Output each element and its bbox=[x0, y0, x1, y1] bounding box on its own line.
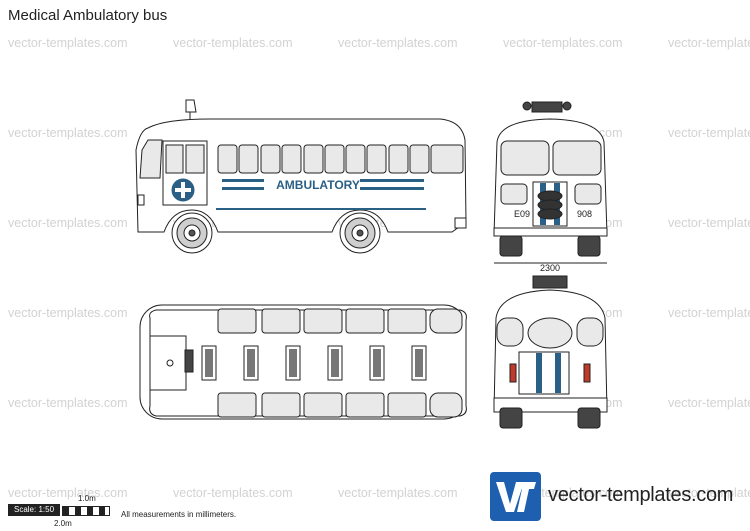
top-view bbox=[139, 304, 467, 420]
side-windows bbox=[217, 144, 464, 174]
scale-bar bbox=[62, 506, 110, 516]
rear-view bbox=[493, 275, 608, 429]
rear-tire-left bbox=[499, 407, 523, 429]
front-tire-right bbox=[577, 235, 601, 257]
vt-logo-icon[interactable] bbox=[490, 472, 541, 521]
front-tire-left bbox=[499, 235, 523, 257]
side-view bbox=[135, 99, 467, 254]
side-wheel-front bbox=[171, 212, 213, 254]
rear-light-right bbox=[583, 363, 591, 383]
rear-light-left bbox=[509, 363, 517, 383]
rear-tire-right bbox=[577, 407, 601, 429]
ambulatory-label: AMBULATORY bbox=[276, 178, 360, 192]
page-title: Medical Ambulatory bus bbox=[8, 7, 168, 24]
plate-right: 908 bbox=[577, 209, 592, 219]
logo-text[interactable]: vector-templates.com bbox=[548, 484, 734, 506]
scale-two-meter: 2.0m bbox=[54, 519, 72, 528]
side-stripes bbox=[216, 179, 426, 210]
rear-beacon bbox=[532, 275, 568, 289]
scale-label: Scale: 1:50 bbox=[8, 504, 60, 516]
width-dimension: 2300 bbox=[540, 263, 560, 273]
roof-beacon bbox=[185, 99, 197, 113]
side-wheel-rear bbox=[339, 212, 381, 254]
front-beacon bbox=[531, 101, 563, 113]
side-windshield bbox=[139, 139, 163, 179]
plate-left: E09 bbox=[514, 209, 530, 219]
scale-one-meter: 1.0m bbox=[78, 494, 96, 503]
front-windshield-right bbox=[552, 140, 602, 176]
top-roof-windows bbox=[217, 308, 463, 418]
front-windshield-left bbox=[500, 140, 550, 176]
measurements-note: All measurements in millimeters. bbox=[121, 510, 237, 519]
front-view bbox=[493, 101, 608, 264]
rear-door bbox=[518, 351, 570, 395]
